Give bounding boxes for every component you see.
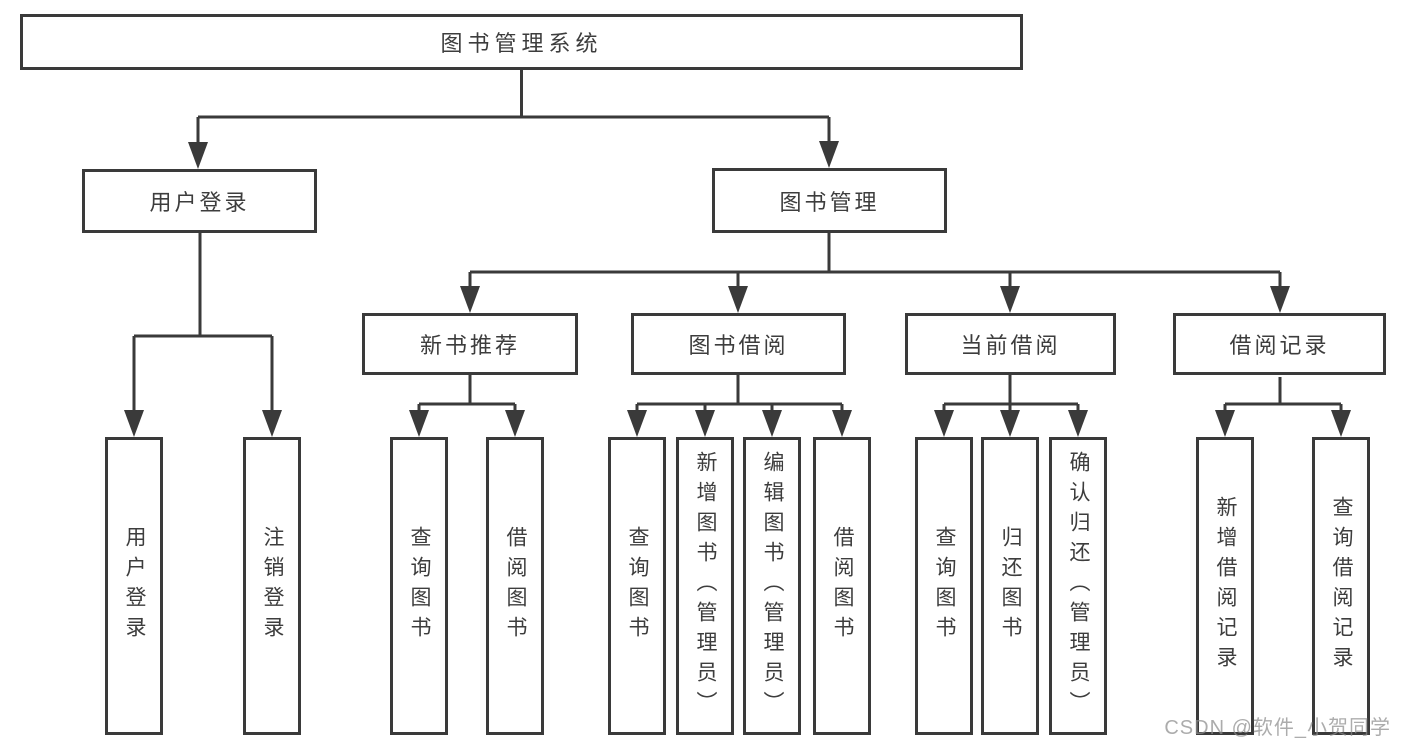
leaf-user-login-label: 用户登录 [123,526,146,646]
leaf-bb-add-books-admin-label: 新增图书（管理员） [694,451,717,721]
leaf-nbr-borrow-books-label: 借阅图书 [504,526,527,646]
leaf-cb-return-books: 归还图书 [981,437,1039,735]
leaf-bb-edit-books-admin-label: 编辑图书（管理员） [761,451,784,721]
leaf-bb-edit-books-admin: 编辑图书（管理员） [743,437,801,735]
leaf-br-add-record: 新增借阅记录 [1196,437,1254,735]
leaf-br-add-record-label: 新增借阅记录 [1214,496,1237,676]
leaf-cb-confirm-return-admin-label: 确认归还（管理员） [1067,451,1090,721]
node-root-label: 图书管理系统 [440,31,603,56]
leaf-logout-label: 注销登录 [261,526,284,646]
node-book-borrowing-label: 图书借阅 [688,333,789,358]
leaf-user-login: 用户登录 [105,437,163,735]
node-root: 图书管理系统 [20,14,1023,70]
node-user-login: 用户登录 [82,169,317,233]
node-current-borrowing-label: 当前借阅 [960,333,1061,358]
leaf-cb-return-books-label: 归还图书 [999,526,1022,646]
node-book-borrowing: 图书借阅 [631,313,846,375]
node-user-login-label: 用户登录 [149,190,250,215]
leaf-bb-query-books: 查询图书 [608,437,666,735]
node-book-management-label: 图书管理 [779,189,880,215]
node-borrowing-records-label: 借阅记录 [1229,333,1330,358]
leaf-br-query-record-label: 查询借阅记录 [1330,496,1353,676]
leaf-cb-confirm-return-admin: 确认归还（管理员） [1049,437,1107,735]
leaf-bb-add-books-admin: 新增图书（管理员） [676,437,734,735]
node-new-book-recommend-label: 新书推荐 [419,333,520,358]
arrowheads [124,141,1351,437]
watermark: CSDN @软件_小贺同学 [1164,717,1391,739]
leaf-logout: 注销登录 [243,437,301,735]
node-new-book-recommend: 新书推荐 [362,313,578,375]
leaf-nbr-query-books-label: 查询图书 [408,526,431,646]
node-borrowing-records: 借阅记录 [1173,313,1386,375]
node-book-management: 图书管理 [712,168,947,233]
leaf-nbr-borrow-books: 借阅图书 [486,437,544,735]
leaf-bb-borrow-books-label: 借阅图书 [831,526,854,646]
leaf-nbr-query-books: 查询图书 [390,437,448,735]
leaf-bb-query-books-label: 查询图书 [626,526,649,646]
leaf-cb-query-books: 查询图书 [915,437,973,735]
node-current-borrowing: 当前借阅 [905,313,1116,375]
leaf-cb-query-books-label: 查询图书 [933,526,956,646]
leaf-br-query-record: 查询借阅记录 [1312,437,1370,735]
leaf-bb-borrow-books: 借阅图书 [813,437,871,735]
